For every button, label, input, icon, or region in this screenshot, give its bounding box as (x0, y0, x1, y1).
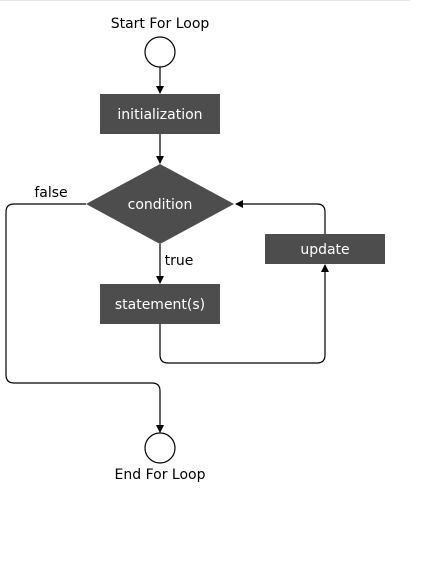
update-node (265, 234, 385, 264)
arrow-condition-false-to-end (5, 203, 164, 433)
true-label: true (165, 253, 194, 269)
arrow-statement-to-update (159, 264, 329, 364)
initialization-node (100, 94, 220, 134)
end-node (144, 432, 176, 464)
end-label: End For Loop (115, 467, 206, 483)
start-node (144, 36, 176, 68)
condition-node (86, 164, 234, 244)
condition-label: condition (128, 197, 193, 213)
top-divider (0, 0, 410, 1)
update-label: update (300, 242, 349, 258)
arrow-update-to-condition (235, 200, 326, 234)
initialization-label: initialization (117, 107, 202, 123)
statement-label: statement(s) (115, 297, 205, 313)
false-label: false (34, 185, 67, 201)
statement-node (100, 284, 220, 324)
start-label: Start For Loop (111, 16, 210, 32)
